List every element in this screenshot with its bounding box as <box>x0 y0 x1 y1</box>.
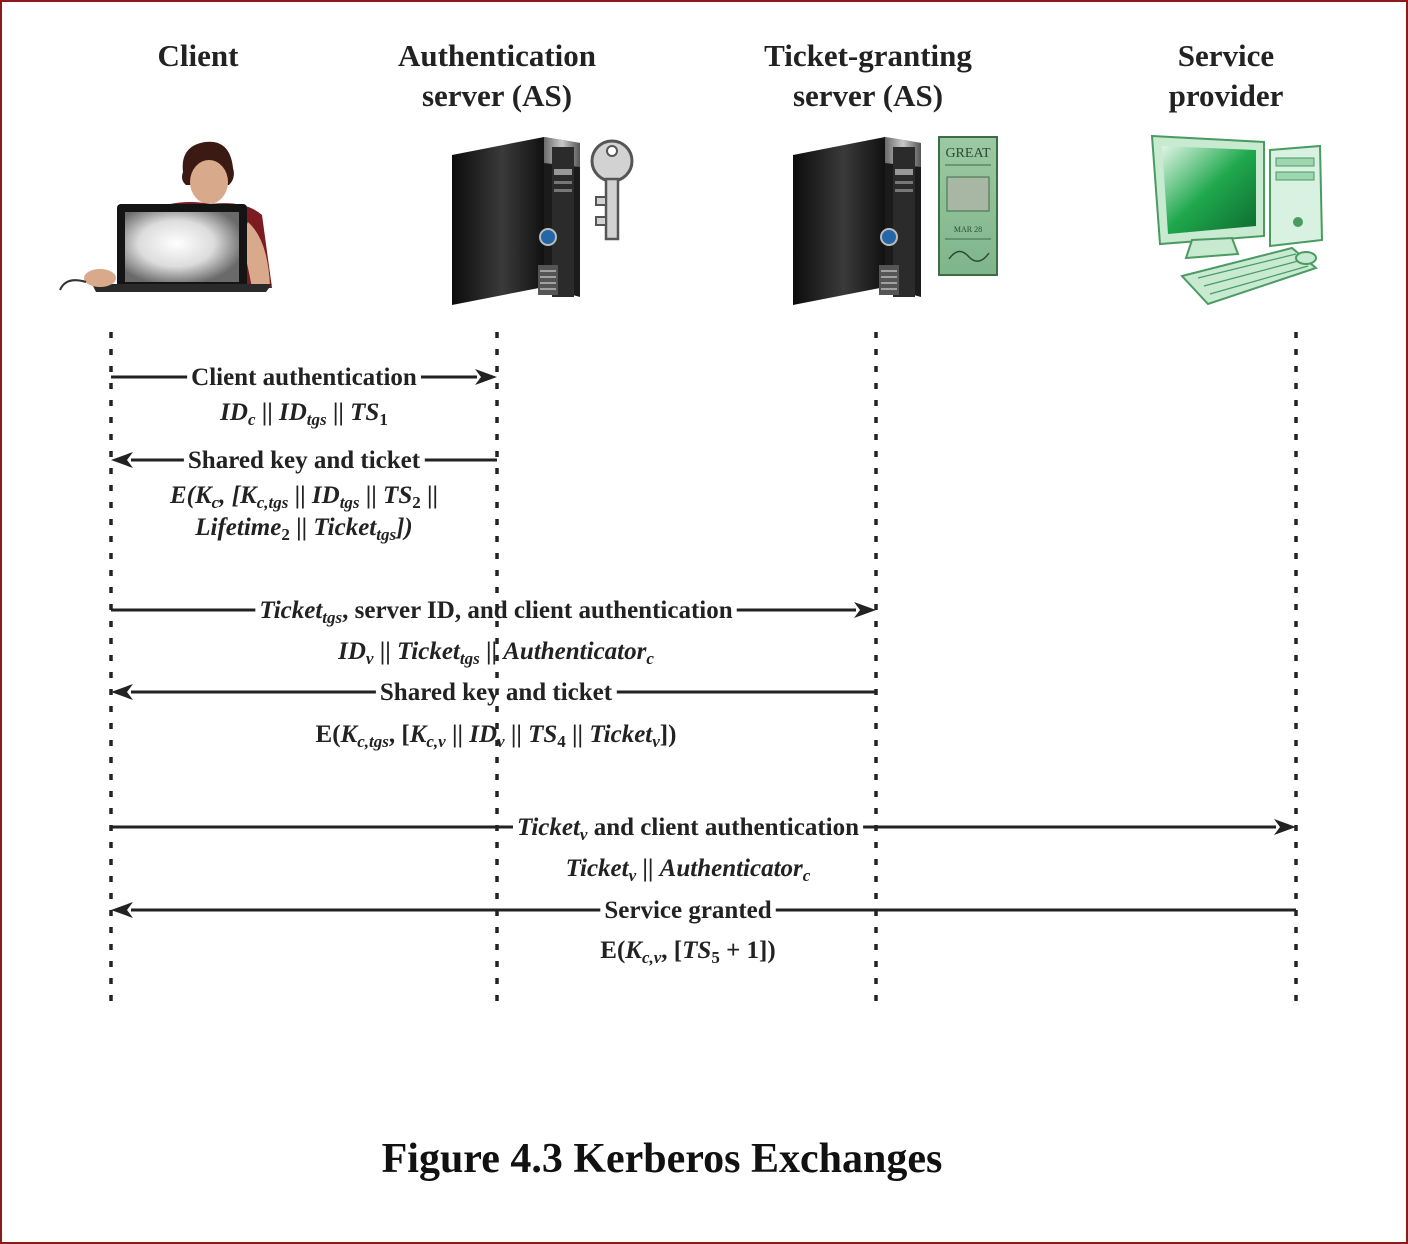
message-4-detail-line-1: E(Kc,tgs, [Kc,v || IDv || TS4 || Ticketv… <box>316 721 677 751</box>
message-2-label: Shared key and ticket <box>188 447 421 474</box>
server-tower-with-ticket-icon <box>793 137 921 305</box>
message-2-detail-line-2: Lifetime2 || Tickettgs]) <box>194 514 413 544</box>
message-5-detail-line-1: Ticketv || Authenticatorc <box>566 855 811 885</box>
ticket-icon-line1: GREAT <box>945 146 991 161</box>
ticket-icon-line2: MAR 28 <box>954 225 982 234</box>
message-6-label: Service granted <box>604 897 771 924</box>
message-5-label: Ticketv and client authentication <box>517 814 859 844</box>
message-3-arrowhead <box>854 602 876 618</box>
message-5-arrowhead <box>1274 819 1296 835</box>
message-3-detail-line-1: IDv || Tickettgs || Authenticatorc <box>337 638 654 668</box>
message-6-detail-line-1: E(Kc,v, [TS5 + 1]) <box>600 937 775 967</box>
participant-label-as: Authentication <box>398 38 596 73</box>
participant-headers: Client Authentication server (AS) Ticket-gr… <box>158 38 1284 113</box>
desktop-computer-icon <box>1150 134 1324 306</box>
participant-label-sp: provider <box>1169 78 1284 113</box>
participant-label-sp: Service <box>1178 38 1274 73</box>
server-tower-with-key-icon <box>452 137 580 305</box>
message-2-arrowhead <box>111 452 133 468</box>
message-1-label: Client authentication <box>191 364 417 391</box>
participant-label-as: server (AS) <box>422 78 572 113</box>
ticket-icon: GREAT MAR 28 <box>938 136 998 276</box>
message-4-label: Shared key and ticket <box>380 679 613 706</box>
message-5: Ticketv and client authenticationTicketv… <box>111 814 1296 885</box>
message-6-arrowhead <box>111 902 133 918</box>
message-2-detail-line-1: E(Kc, [Kc,tgs || IDtgs || TS2 || <box>169 482 438 512</box>
key-icon <box>590 139 634 241</box>
message-3-label: Tickettgs, server ID, and client authent… <box>259 597 732 627</box>
participant-label-tgs: Ticket-granting <box>764 38 972 73</box>
figure-caption: Figure 4.3 Kerberos Exchanges <box>382 1136 943 1182</box>
participant-label-client: Client <box>158 38 240 73</box>
message-3: Tickettgs, server ID, and client authent… <box>111 597 876 668</box>
message-1-arrowhead <box>475 369 497 385</box>
participant-label-tgs: server (AS) <box>793 78 943 113</box>
message-1-detail-line-1: IDc || IDtgs || TS1 <box>219 399 388 429</box>
person-at-laptop-icon <box>59 141 272 292</box>
message-4-arrowhead <box>111 684 133 700</box>
